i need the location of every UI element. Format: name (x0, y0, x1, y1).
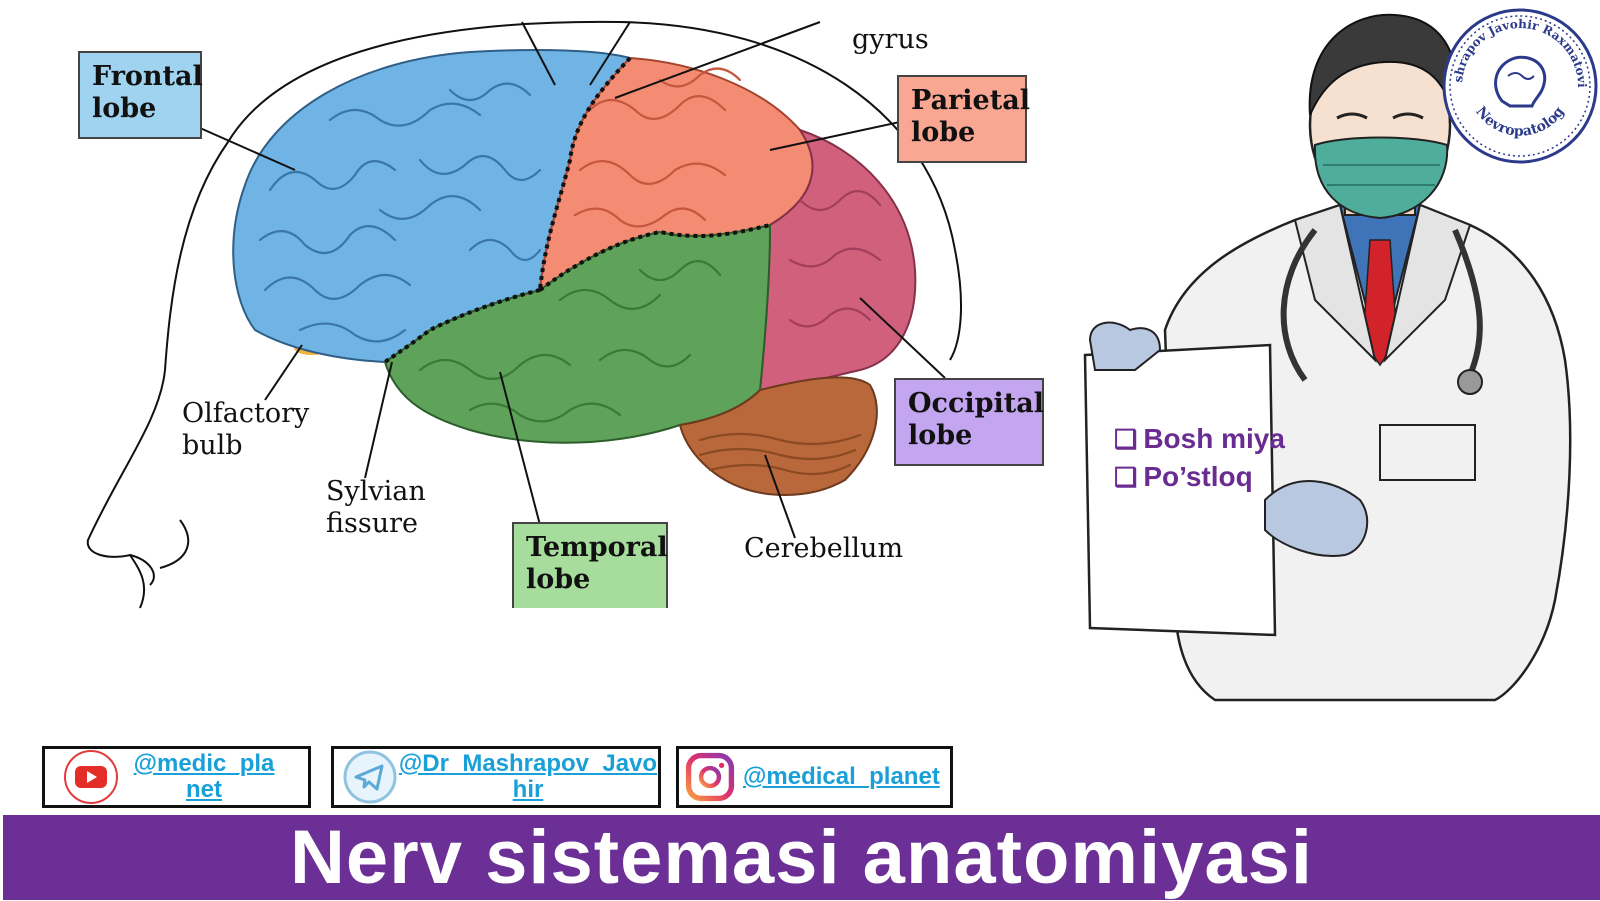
olfactory-bulb-label-line-1: Olfactory (182, 398, 310, 429)
instagram-handle-link[interactable]: @medical_planet (743, 763, 940, 790)
paper-sheet (1083, 343, 1277, 637)
telegram-handle-link[interactable]: @Dr_Mashrapov_Javohir (398, 750, 658, 803)
checkbox-bullet-icon: ❑ (1114, 424, 1138, 454)
sylvian-fissure-label-line-1: Sylvian (326, 476, 426, 507)
stethoscope-chest-piece (1457, 369, 1483, 395)
left-glove (1088, 321, 1162, 371)
youtube-icon (64, 750, 118, 804)
title-banner: Nerv sistemasi anatomiyasi (3, 815, 1600, 900)
sylvian-fissure-label-line-2: fissure (326, 508, 418, 539)
olfactory-bulb-label: Olfactory bulb (182, 398, 309, 462)
coat-pocket (1379, 424, 1476, 481)
nose-outline (129, 519, 190, 586)
brain-head-icon (1494, 55, 1547, 108)
cerebellum-label-text: Cerebellum (744, 533, 904, 564)
temporal-lobe-label: Temporal lobe (512, 522, 668, 608)
face-mask-folds (1323, 164, 1440, 186)
frontal-lobe-label-line-1: Frontal (92, 61, 203, 92)
cerebellum-label: Cerebellum (744, 533, 903, 565)
paper-item-postloq: ❑ Po’stloq (1114, 458, 1314, 496)
doctor-eyes (1336, 112, 1424, 120)
temporal-lobe-label-line-1: Temporal (526, 532, 668, 563)
occipital-lobe-label: Occipital lobe (894, 378, 1044, 466)
parietal-lobe-label-line-1: Parietal (911, 85, 1030, 116)
paper-item-text: Bosh miya (1143, 423, 1285, 454)
right-glove (1264, 480, 1369, 557)
youtube-handle-link[interactable]: @medic_planet (133, 750, 275, 803)
checkbox-bullet-icon: ❑ (1114, 462, 1138, 492)
frontal-lobe-label: Frontal lobe (78, 51, 203, 139)
doctor-stamp-logo: Mashrapov Javohir Raxmatovich Nevropatol… (1440, 6, 1598, 164)
paper-item-text: Po’stloq (1143, 461, 1253, 492)
stethoscope (1280, 228, 1483, 382)
gyri-texture (258, 67, 882, 476)
gyrus-label-text: gyrus (852, 24, 929, 55)
coat-lapel-right (1383, 203, 1472, 364)
social-instagram[interactable]: @medical_planet (676, 746, 953, 808)
brain-diagram (86, 20, 962, 609)
sylvian-fissure-label: Sylvian fissure (326, 476, 426, 540)
temporal-lobe-shape (383, 223, 772, 444)
parietal-lobe-label: Parietal lobe (897, 75, 1030, 163)
central-sulcus-line (538, 56, 632, 291)
sylvian-fissure-line (383, 223, 771, 364)
paper-item-bosh-miya: ❑ Bosh miya (1114, 420, 1314, 458)
parietal-lobe-label-line-2: lobe (911, 117, 976, 148)
coat-lapel-left (1293, 203, 1377, 364)
temporal-lobe-label-line-2: lobe (526, 564, 591, 595)
doctor-illustration (1083, 13, 1572, 702)
occipital-lobe-label-line-1: Occipital (908, 388, 1045, 419)
instagram-icon (685, 752, 735, 802)
paper-list: ❑ Bosh miya ❑ Po’stloq (1114, 420, 1314, 496)
frontal-lobe-label-line-2: lobe (92, 93, 157, 124)
page-title: Nerv sistemasi anatomiyasi (290, 815, 1313, 900)
leader-lines (199, 21, 946, 539)
occipital-lobe-label-line-2: lobe (908, 420, 973, 451)
face-mask (1313, 136, 1449, 220)
social-telegram[interactable]: @Dr_Mashrapov_Javohir (331, 746, 661, 808)
olfactory-bulb-label-line-2: bulb (182, 430, 243, 461)
telegram-icon (343, 750, 397, 804)
social-youtube[interactable]: @medic_planet (42, 746, 311, 808)
gyrus-label: gyrus (852, 24, 929, 56)
